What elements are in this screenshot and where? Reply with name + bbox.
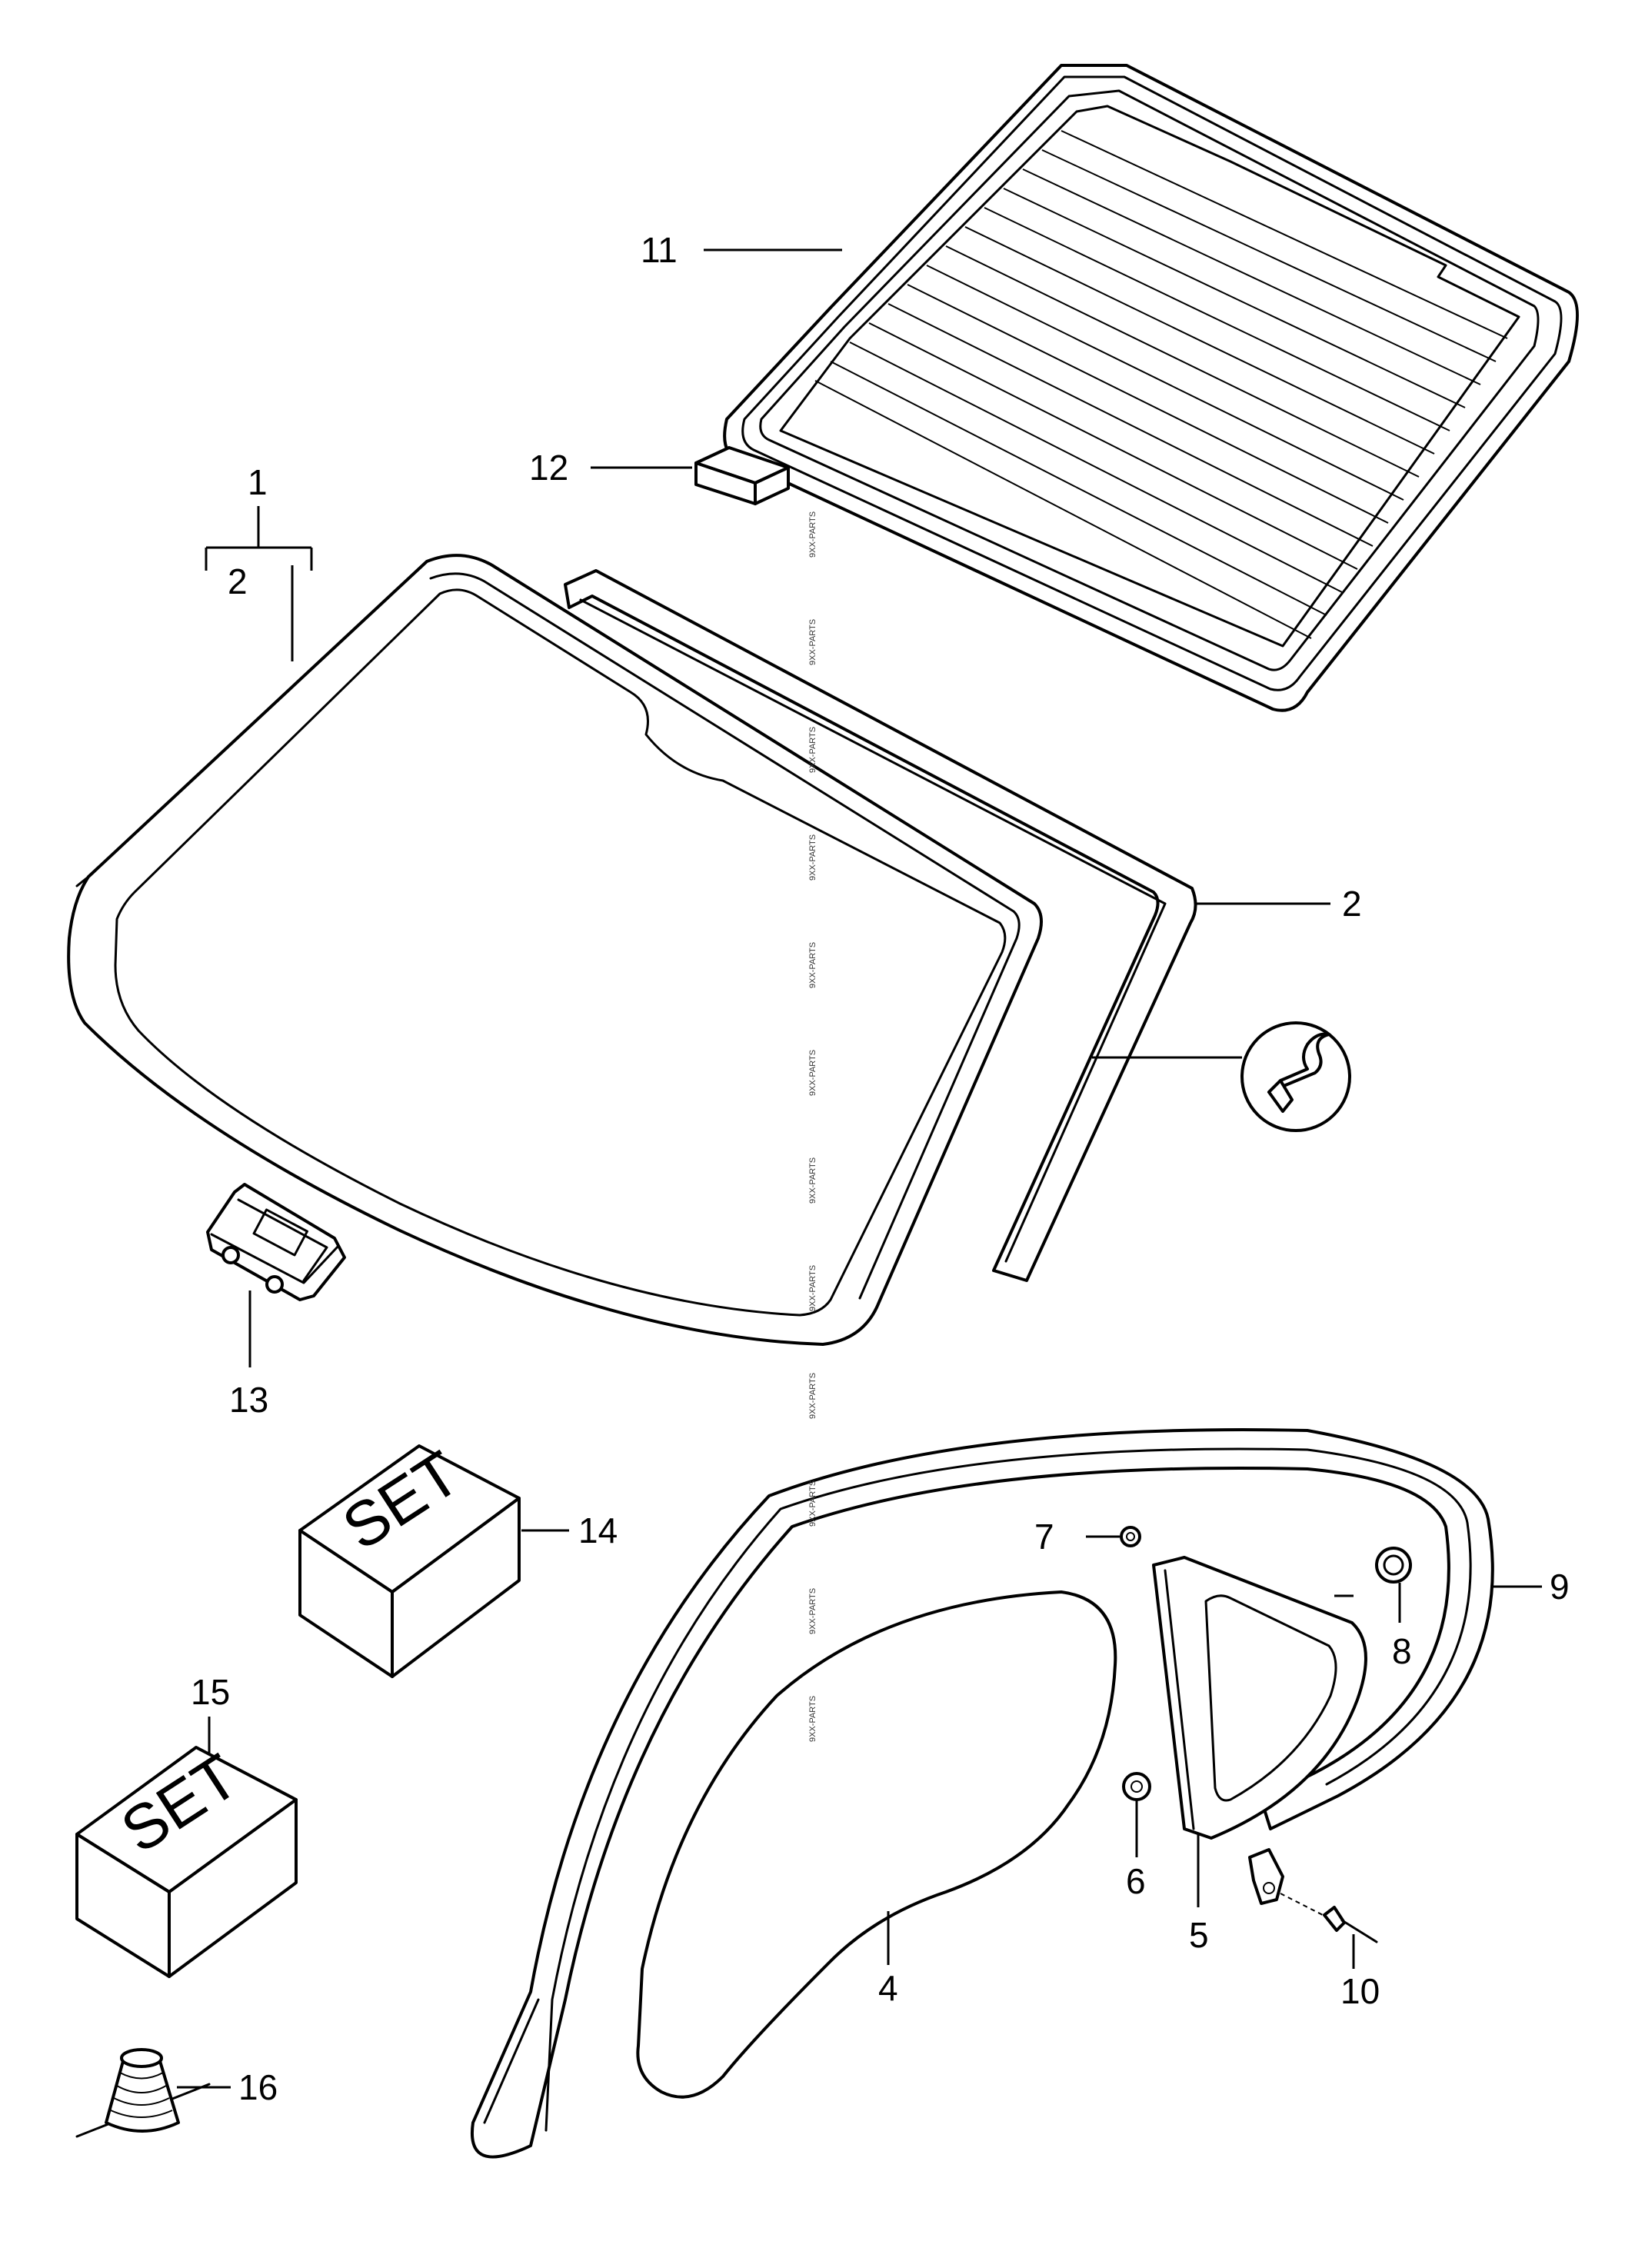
callout-11: 11 xyxy=(641,230,678,270)
callout-12: 12 xyxy=(529,448,568,488)
callout-5: 5 xyxy=(1189,1915,1209,1955)
windshield xyxy=(67,554,1043,1346)
svg-text:9XX-PARTS: 9XX-PARTS xyxy=(808,1696,818,1742)
grommet-icon: 16 xyxy=(75,2048,278,2138)
svg-text:9XX-PARTS: 9XX-PARTS xyxy=(808,1480,818,1527)
svg-text:9XX-PARTS: 9XX-PARTS xyxy=(808,1265,818,1311)
callout-15: 15 xyxy=(191,1672,230,1712)
svg-text:9XX-PARTS: 9XX-PARTS xyxy=(808,942,818,988)
callout-4: 4 xyxy=(878,1968,898,2008)
set-box-15: 15 SET xyxy=(75,1672,298,1978)
callout-8: 8 xyxy=(1392,1631,1412,1671)
callout-9: 9 xyxy=(1550,1567,1570,1607)
vent-glass: 5 xyxy=(1152,1556,1367,1955)
callout-7: 7 xyxy=(1034,1517,1054,1557)
svg-text:9XX-PARTS: 9XX-PARTS xyxy=(808,1373,818,1419)
seal-profile-detail-icon xyxy=(1240,1021,1351,1132)
svg-text:9XX-PARTS: 9XX-PARTS xyxy=(808,1588,818,1634)
quarter-glass: 4 xyxy=(636,1590,1117,2099)
windshield-seal: 2 xyxy=(564,569,1362,1282)
set-box-14: SET 14 xyxy=(298,1438,618,1678)
callout-2-bracket: 2 xyxy=(228,561,248,601)
watermark: 9XX-PARTS 9XX-PARTS 9XX-PARTS 9XX-PARTS … xyxy=(808,511,818,1742)
callout-2: 2 xyxy=(1342,884,1362,924)
callout-14: 14 xyxy=(578,1510,618,1550)
foam-pad: 12 xyxy=(529,446,790,505)
defroster-lines xyxy=(814,130,1508,639)
screw-10: 10 xyxy=(1248,1848,1380,2011)
rear-window: 11 xyxy=(641,64,1579,712)
callout-6: 6 xyxy=(1126,1861,1146,1901)
nut-6: 6 xyxy=(1122,1772,1151,1901)
nut-7: 7 xyxy=(1034,1517,1141,1557)
callout-16: 16 xyxy=(238,2067,278,2107)
callout-bracket: 1 2 xyxy=(205,462,313,661)
svg-text:9XX-PARTS: 9XX-PARTS xyxy=(808,834,818,881)
svg-text:9XX-PARTS: 9XX-PARTS xyxy=(808,619,818,665)
svg-text:9XX-PARTS: 9XX-PARTS xyxy=(808,511,818,558)
nut-8: 8 xyxy=(1334,1547,1412,1671)
callout-1: 1 xyxy=(248,462,268,502)
svg-text:9XX-PARTS: 9XX-PARTS xyxy=(808,1157,818,1204)
svg-text:9XX-PARTS: 9XX-PARTS xyxy=(808,1050,818,1096)
callout-13: 13 xyxy=(229,1380,268,1420)
svg-text:9XX-PARTS: 9XX-PARTS xyxy=(808,727,818,773)
callout-10: 10 xyxy=(1340,1971,1380,2011)
mirror-clip-icon: 13 xyxy=(206,1183,346,1420)
